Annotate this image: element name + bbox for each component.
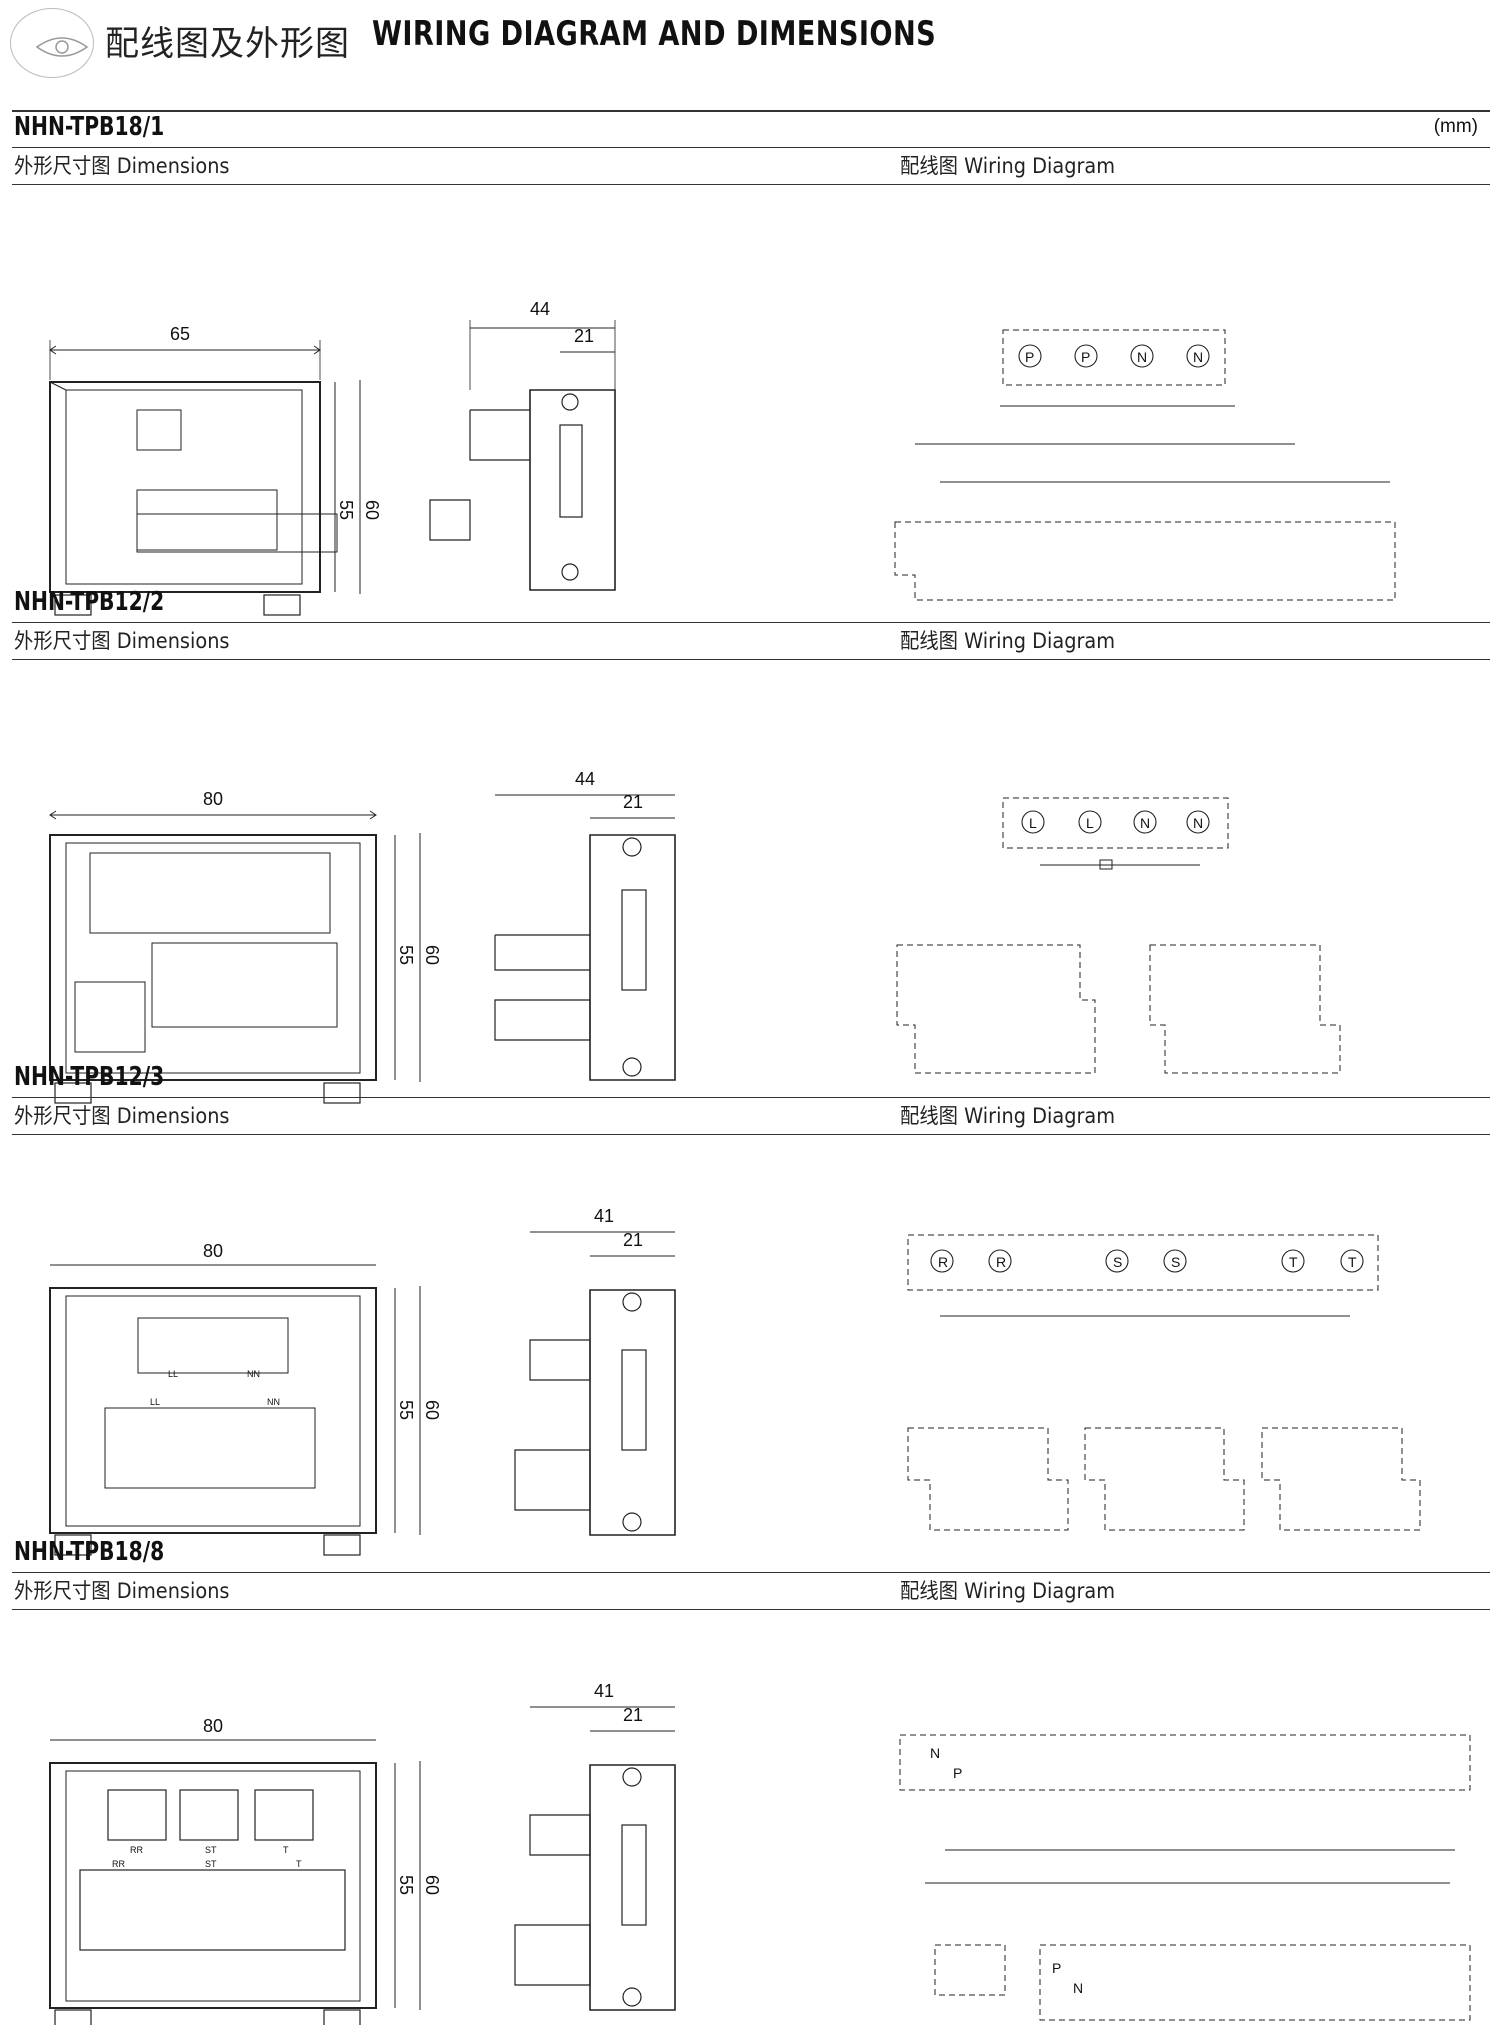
outer-height-dimension: 60 — [422, 1400, 442, 1420]
terminal-label: R — [996, 1254, 1006, 1270]
front-width-dimension: 80 — [203, 1241, 223, 1261]
depth-dimension: 41 — [594, 1681, 614, 1701]
wiring-label: 配线图 Wiring Diagram — [900, 154, 1116, 178]
front-label: RR — [130, 1845, 143, 1855]
side-view: 44 21 — [429, 299, 616, 591]
front-view: LL NN LL NN 80 55 60 — [49, 1241, 442, 1556]
wiring-label: 配线图 Wiring Diagram — [900, 1104, 1116, 1128]
terminal-label: N — [1137, 349, 1147, 365]
rail-depth-dimension: 21 — [623, 1705, 643, 1725]
terminal-label: L — [1086, 815, 1094, 831]
dimensions-label: 外形尺寸图 Dimensions — [14, 1104, 230, 1128]
terminal-label: R — [938, 1254, 948, 1270]
front-label: T — [296, 1859, 302, 1869]
page-title-en: WIRING DIAGRAM AND DIMENSIONS — [372, 14, 937, 54]
wiring-diagram — [894, 329, 1396, 601]
front-label: T — [283, 1845, 289, 1855]
terminal-label: P — [1025, 349, 1034, 365]
section-drawing: 65 55 60 44 21 P P N N — [49, 299, 1396, 616]
depth-dimension: 44 — [530, 299, 550, 319]
front-width-dimension: 80 — [203, 1716, 223, 1736]
terminal-label: N — [1193, 349, 1203, 365]
terminal-label: S — [1171, 1254, 1180, 1270]
wiring-p-label: P — [953, 1765, 962, 1781]
terminal-label: T — [1348, 1254, 1357, 1270]
section-tpb18-8: NHN-TPB18/8 外形尺寸图 Dimensions 配线图 Wiring … — [0, 1535, 1500, 2025]
side-view: 44 21 — [494, 769, 676, 1081]
wiring-label: 配线图 Wiring Diagram — [900, 629, 1116, 653]
section-title: NHN-TPB12/2 — [14, 587, 165, 617]
rail-depth-dimension: 21 — [623, 1230, 643, 1250]
inner-height-dimension: 55 — [336, 500, 356, 520]
brand-logo — [10, 8, 94, 78]
depth-dimension: 44 — [575, 769, 595, 789]
front-label: ST — [205, 1859, 217, 1869]
front-label: LL — [168, 1369, 178, 1379]
outer-height-dimension: 60 — [422, 1875, 442, 1895]
terminal-label: S — [1113, 1254, 1122, 1270]
section-title: NHN-TPB18/1 — [14, 112, 165, 142]
inner-height-dimension: 55 — [396, 945, 416, 965]
terminal-label: L — [1029, 815, 1037, 831]
front-view: RR ST T RR ST T 80 55 60 — [49, 1716, 442, 2025]
unit-label: (mm) — [1433, 116, 1478, 137]
terminal-label: N — [1193, 815, 1203, 831]
front-width-dimension: 65 — [170, 324, 190, 344]
terminal-label: N — [1140, 815, 1150, 831]
wiring-n-label: N — [1073, 1980, 1083, 1996]
wiring-diagram — [896, 797, 1341, 1074]
front-label: NN — [247, 1369, 260, 1379]
front-view: 65 55 60 — [49, 324, 382, 616]
wiring-diagram — [907, 1234, 1421, 1531]
depth-dimension: 41 — [594, 1206, 614, 1226]
wiring-terminals: P P N N — [1018, 344, 1210, 368]
section-tpb12-2: NHN-TPB12/2 外形尺寸图 Dimensions 配线图 Wiring … — [0, 585, 1500, 1104]
side-view: 41 21 — [514, 1206, 676, 1536]
terminal-label: P — [1081, 349, 1090, 365]
section-title: NHN-TPB12/3 — [14, 1062, 165, 1092]
wiring-terminals: L L N N — [1021, 810, 1210, 834]
section-tpb12-3: NHN-TPB12/3 外形尺寸图 Dimensions 配线图 Wiring … — [0, 1060, 1500, 1556]
dimensions-label: 外形尺寸图 Dimensions — [14, 154, 230, 178]
section-tpb18-1: NHN-TPB18/1 (mm) 外形尺寸图 Dimensions 配线图 Wi… — [0, 110, 1500, 616]
front-label: ST — [205, 1845, 217, 1855]
wiring-terminals: R R S S T T — [930, 1249, 1364, 1273]
wiring-diagram: N P P N — [899, 1734, 1471, 2021]
wiring-p-label: P — [1052, 1960, 1061, 1976]
outer-height-dimension: 60 — [362, 500, 382, 520]
section-drawing: LL NN LL NN 80 55 60 41 21 — [49, 1206, 1421, 1556]
front-label: LL — [150, 1397, 160, 1407]
front-label: NN — [267, 1397, 280, 1407]
side-view: 41 21 — [514, 1681, 676, 2011]
outer-height-dimension: 60 — [422, 945, 442, 965]
dimensions-label: 外形尺寸图 Dimensions — [14, 1579, 230, 1603]
dimensions-label: 外形尺寸图 Dimensions — [14, 629, 230, 653]
inner-height-dimension: 55 — [396, 1875, 416, 1895]
rail-depth-dimension: 21 — [623, 792, 643, 812]
inner-height-dimension: 55 — [396, 1400, 416, 1420]
eye-icon — [35, 37, 89, 57]
section-drawing: 80 55 60 44 21 L L N N — [49, 769, 1341, 1104]
page-header: 配线图及外形图 WIRING DIAGRAM AND DIMENSIONS — [0, 0, 1500, 80]
section-title: NHN-TPB18/8 — [14, 1537, 165, 1567]
front-width-dimension: 80 — [203, 789, 223, 809]
page-title-cn: 配线图及外形图 — [105, 24, 350, 64]
terminal-label: T — [1289, 1254, 1298, 1270]
wiring-label: 配线图 Wiring Diagram — [900, 1579, 1116, 1603]
rail-depth-dimension: 21 — [574, 326, 594, 346]
front-view: 80 55 60 — [49, 789, 442, 1104]
wiring-n-label: N — [930, 1745, 940, 1761]
section-drawing: RR ST T RR ST T 80 55 60 41 21 — [49, 1681, 1471, 2025]
front-label: RR — [112, 1859, 125, 1869]
